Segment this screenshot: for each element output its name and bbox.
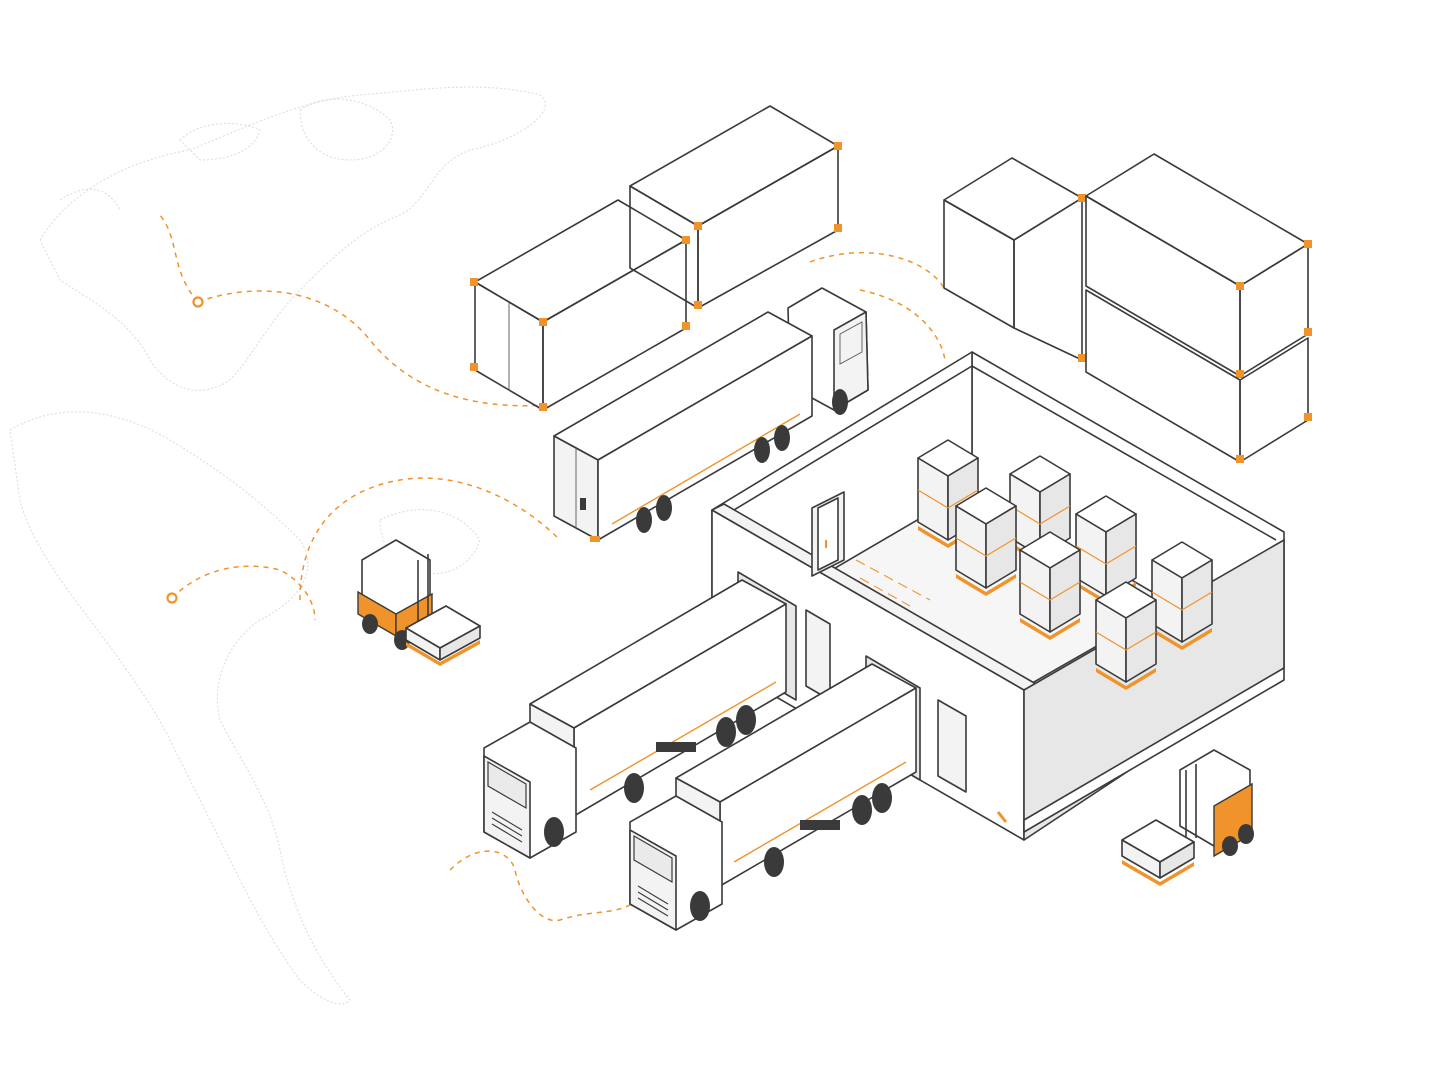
forklift-icon — [357, 539, 481, 666]
semi-truck-icon — [629, 663, 917, 931]
shipping-container-icon — [1085, 153, 1312, 378]
pallet-icon — [1019, 531, 1081, 640]
shipping-container-icon — [943, 157, 1086, 362]
route-marker-icon — [166, 296, 204, 604]
pallet-stacks — [917, 439, 1213, 690]
semi-truck-icon — [553, 287, 869, 542]
shipping-container-icon — [629, 105, 842, 309]
pallet-icon — [1151, 541, 1213, 650]
forklift-icon — [1121, 749, 1254, 886]
pallet-icon — [1095, 581, 1157, 690]
shipping-container-icon — [1085, 289, 1312, 463]
route-lines — [159, 214, 946, 922]
pallet-icon — [1009, 455, 1071, 564]
shipping-container-icon — [470, 199, 690, 411]
pallet-icon — [955, 487, 1017, 596]
semi-truck-icon — [483, 579, 787, 859]
world-map-icon — [9, 86, 546, 1005]
